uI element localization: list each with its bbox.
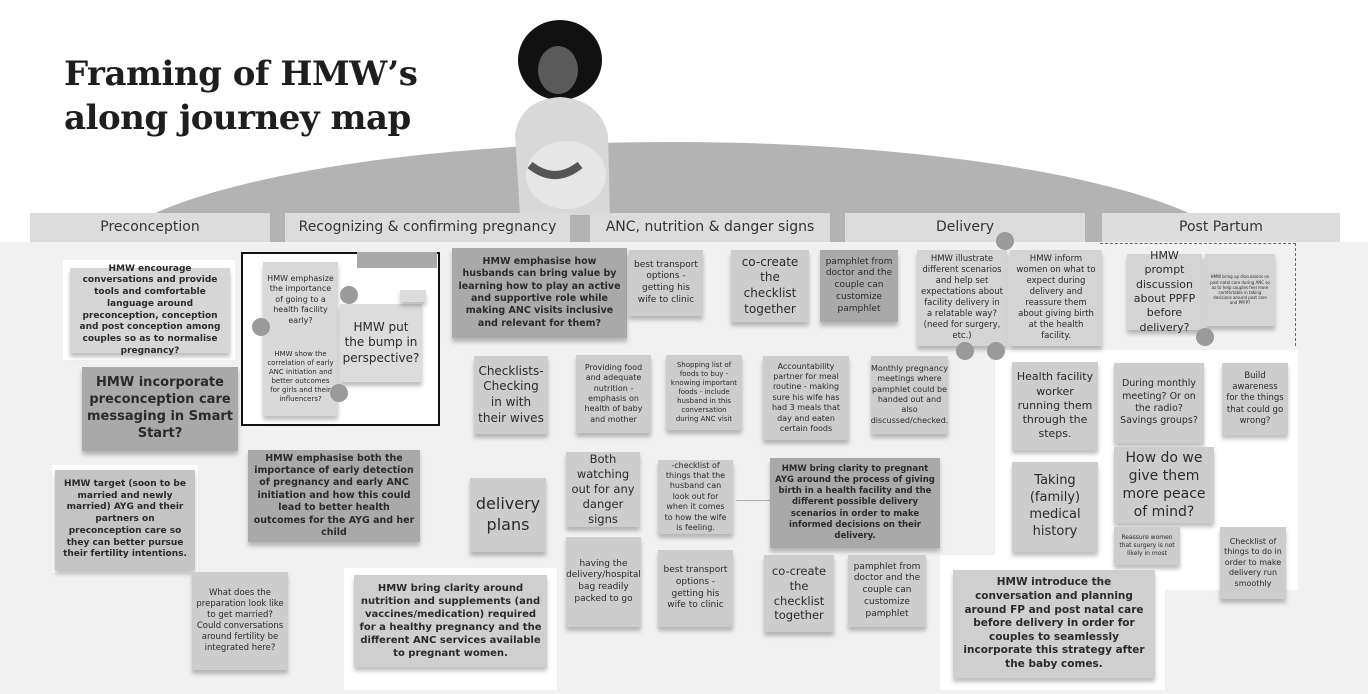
note[interactable]: Accountability partner for meal routine … <box>763 356 849 440</box>
frame <box>1100 243 1296 346</box>
note[interactable]: HMW emphasise how husbands can bring val… <box>452 248 627 338</box>
connector-dot <box>987 342 1005 360</box>
note[interactable]: HMW inform women on what to expect durin… <box>1010 250 1102 346</box>
connector-dot <box>252 318 270 336</box>
phase-post-partum: Post Partum <box>1102 213 1340 242</box>
connector-line <box>736 500 770 501</box>
note[interactable]: HMW introduce the conversation and plann… <box>953 570 1155 678</box>
note[interactable]: co-create the checklist together <box>764 555 834 632</box>
note[interactable]: HMW show the correlation of early ANC in… <box>263 338 338 416</box>
note[interactable]: HMW bring clarity to pregnant AYG around… <box>770 458 940 548</box>
note[interactable]: best transport options - getting his wif… <box>629 250 703 316</box>
note[interactable]: -checklist of things that the husband ca… <box>658 460 733 534</box>
note[interactable]: delivery plans <box>470 478 546 552</box>
note[interactable]: Checklist of things to do in order to ma… <box>1220 527 1286 599</box>
note[interactable]: HMW bring clarity around nutrition and s… <box>354 575 547 667</box>
note[interactable]: HMW incorporate preconception care messa… <box>82 367 238 451</box>
connector-dot <box>1196 328 1214 346</box>
note-bar <box>357 252 437 268</box>
note[interactable]: Checklists- Checking in with their wives <box>474 356 548 434</box>
note[interactable]: Both watching out for any danger signs <box>566 452 640 527</box>
note[interactable]: How do we give them more peace of mind? <box>1114 447 1214 523</box>
phase-recognizing: Recognizing & confirming pregnancy <box>285 213 570 242</box>
note[interactable]: Build awareness for the things that coul… <box>1222 363 1288 435</box>
note[interactable]: HMW emphasise both the importance of ear… <box>248 450 420 542</box>
note[interactable]: HMW emphasize the importance of going to… <box>263 262 338 338</box>
note[interactable]: co-create the checklist together <box>731 250 809 322</box>
note[interactable]: HMW encourage conversations and provide … <box>70 264 230 356</box>
connector-dot <box>340 286 358 304</box>
note[interactable]: HMW target (soon to be married and newly… <box>55 470 195 570</box>
note[interactable]: Health facility worker running them thro… <box>1012 362 1098 450</box>
note[interactable]: Reassure women that surgery is not likel… <box>1114 527 1180 565</box>
connector-dot <box>956 342 974 360</box>
note[interactable]: HMW illustrate different scenarios and h… <box>917 250 1007 346</box>
note[interactable]: HMW bring up discussions on post natal c… <box>1205 254 1275 326</box>
phase-preconception: Preconception <box>30 213 270 242</box>
connector-dot <box>996 232 1014 250</box>
note-tiny[interactable] <box>400 290 426 302</box>
note[interactable]: Shopping list of foods to buy - knowing … <box>666 355 742 430</box>
pregnant-woman-photo <box>515 20 610 215</box>
connector-dot <box>330 384 348 402</box>
note[interactable]: HMW prompt discussion about PPFP before … <box>1127 249 1202 334</box>
note[interactable]: During monthly meeting? Or on the radio?… <box>1114 363 1204 443</box>
note[interactable]: Providing food and adequate nutrition - … <box>576 355 651 433</box>
phase-delivery: Delivery <box>845 213 1085 242</box>
note[interactable]: best transport options - getting his wif… <box>658 550 733 627</box>
note[interactable]: pamphlet from doctor and the couple can … <box>848 555 926 627</box>
note[interactable]: HMW put the bump in perspective? <box>340 304 422 382</box>
note[interactable]: having the delivery/hospital bag readily… <box>566 537 641 627</box>
note[interactable]: Monthly pregnancy meetings where pamphle… <box>871 356 948 434</box>
phase-anc: ANC, nutrition & danger signs <box>590 213 830 242</box>
page-title: Framing of HMW’s along journey map <box>64 54 418 138</box>
note[interactable]: What does the preparation look like to g… <box>192 572 288 670</box>
note[interactable]: Taking (family) medical history <box>1012 462 1098 552</box>
note[interactable]: pamphlet from doctor and the couple can … <box>820 250 898 322</box>
